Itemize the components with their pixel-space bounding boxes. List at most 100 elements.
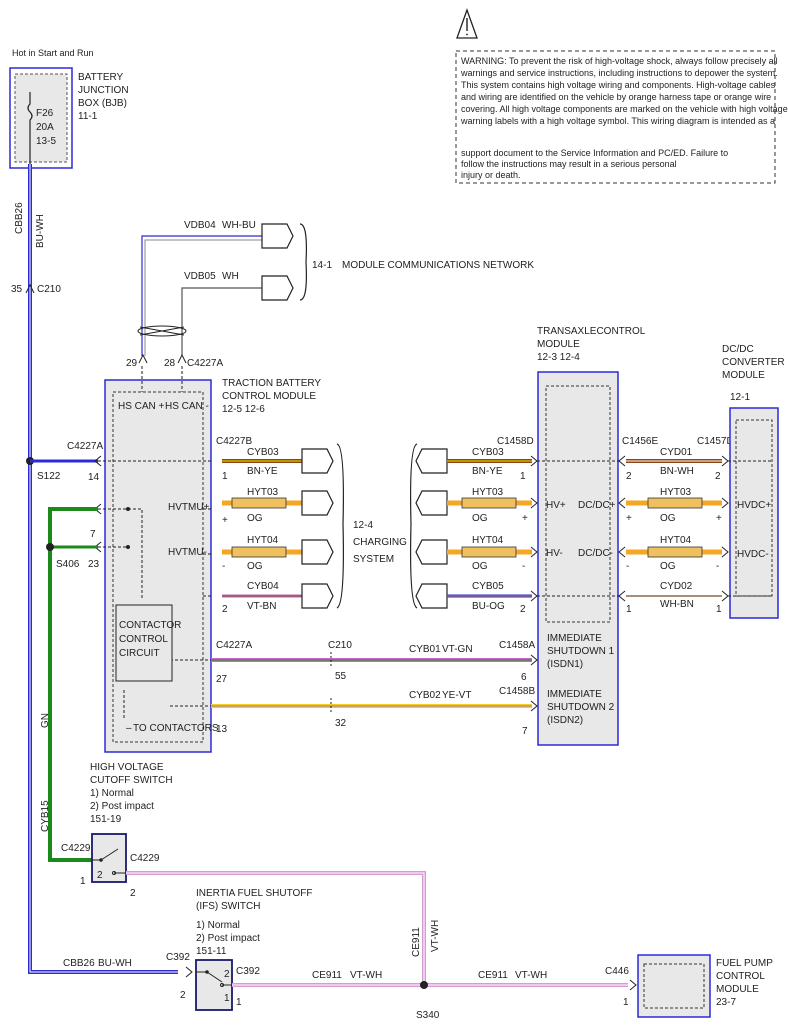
isdn1-label: SHUTDOWN 1 [547,646,615,657]
hvdc-plus: HVDC+ [737,500,771,511]
switch-pos: 1 [224,993,230,1004]
fuse-symbol [27,92,33,164]
network-bracket [299,223,307,301]
pin-label: 1 [626,604,632,615]
warning-line: warnings and service instructions, inclu… [460,68,778,78]
wire-color: OG [472,561,488,572]
wire-color: BN-YE [472,466,503,477]
wire-code: CBB26 [14,202,25,234]
wire-color: BU-WH [98,958,132,969]
tcm-title: TRANSAXLECONTROL [537,326,646,337]
wire-color: WH-BU [222,220,256,231]
connector-label: C1458A [499,640,535,651]
dcdc-harness: CYD01 BN-WH 2 2 HYT03 OG + + HYT04 OG - … [618,447,729,615]
connector-label: C392 [236,966,260,977]
hv-minus: HV- [546,548,563,559]
fpcm-title: 23-7 [716,997,736,1008]
connector-arrow [721,497,729,509]
junction-dot [126,545,130,549]
power-label: Hot in Start and Run [12,48,94,58]
connector-arrow [185,966,193,978]
dcdc-title: DC/DC [722,344,754,355]
connector-right [415,583,448,609]
to-contactors-dash: – [126,723,132,734]
fpcm-title: MODULE [716,984,759,995]
connector-arrow [618,497,626,509]
wire-code: CYB05 [472,581,504,592]
isdn2-label: SHUTDOWN 2 [547,702,615,713]
hv-shield [461,546,517,558]
bjb-label: BATTERY [78,72,124,83]
dcdc-minus: DC/DC- [578,548,613,559]
fuse-name: F26 [36,108,54,119]
pin-label: 1 [80,876,86,887]
connector-label: C4229 [130,853,160,864]
wire-code: HYT03 [247,487,279,498]
tcm-title: MODULE [537,339,580,350]
fpcm-inner [643,963,705,1009]
warning-symbol [456,8,478,39]
wire-color: OG [247,513,263,524]
pin-label: + [716,513,722,524]
pin-label: 32 [335,718,347,729]
connector-arrow [721,546,729,558]
wire-color: GN [40,713,51,728]
dcdc-box [729,407,779,619]
connector-label: C4227A [216,640,252,651]
pin-label: 1 [520,471,526,482]
right-harness: CYB03 BN-YE 1 HYT03 OG + HYT04 OG - CYB0… [410,443,538,615]
connector-label: C1457D [697,436,734,447]
dcdc-title: MODULE [722,370,765,381]
wire-code: CE911 [478,970,508,981]
wire-color: VT-WH [430,920,441,952]
connector-arrow [721,455,729,467]
tcm-inner [545,385,611,623]
tbcm-inner [112,391,204,743]
hvtmu-plus: HVTMU+ [168,502,210,513]
pin-label: 2 [130,888,136,899]
connector-arrow [25,283,35,294]
connector-arrow [177,353,187,364]
warning-box [455,50,776,184]
wire-code: CYB03 [472,447,504,458]
contactor-label: CIRCUIT [119,648,160,659]
switch-icon [92,848,126,875]
hv-cutoff-title: 1) Normal [90,788,134,799]
connector-label: C4227A [187,358,223,369]
connector-label: C4227A [67,441,103,452]
wire-cbb26-bottom-stripe [29,970,178,973]
pin-label: 7 [522,726,528,737]
wire-code: CYB15 [40,800,51,832]
bjb-box [9,67,73,169]
tcm-title: 12-3 12-4 [537,352,580,363]
twisted-pair-icon [137,325,187,337]
connector-arrow [530,700,538,712]
charging-label: 12-4 [353,520,373,531]
bjb-label: 11-1 [78,111,98,122]
wire-code: HYT03 [472,487,504,498]
charging-bracket-right [410,443,418,609]
hv-shield [461,497,517,509]
wire-code: CYD01 [660,447,693,458]
splice-label: S406 [56,559,80,570]
wire-color: YE-VT [442,690,471,701]
connector-arrow [530,546,538,558]
pin-label: 55 [335,671,347,682]
warning-text: WARNING: To prevent the risk of high-vol… [460,56,788,180]
hv-shield [231,497,287,509]
tcm-box [537,371,619,746]
isdn1-label: (ISDN1) [547,659,583,670]
connector-label: C392 [166,952,190,963]
bjb-label: JUNCTION [78,85,129,96]
connector-arrow [618,455,626,467]
connector-left [301,583,334,609]
hs-can-plus: HS CAN + [118,401,165,412]
switch-icon [196,970,232,987]
splice-s340 [420,981,428,989]
pin-label: 27 [216,674,228,685]
splice-s406 [46,543,54,551]
connector-arrow [530,497,538,509]
wire-code: HYT04 [247,535,279,546]
hv-cutoff-title: 151-19 [90,814,122,825]
